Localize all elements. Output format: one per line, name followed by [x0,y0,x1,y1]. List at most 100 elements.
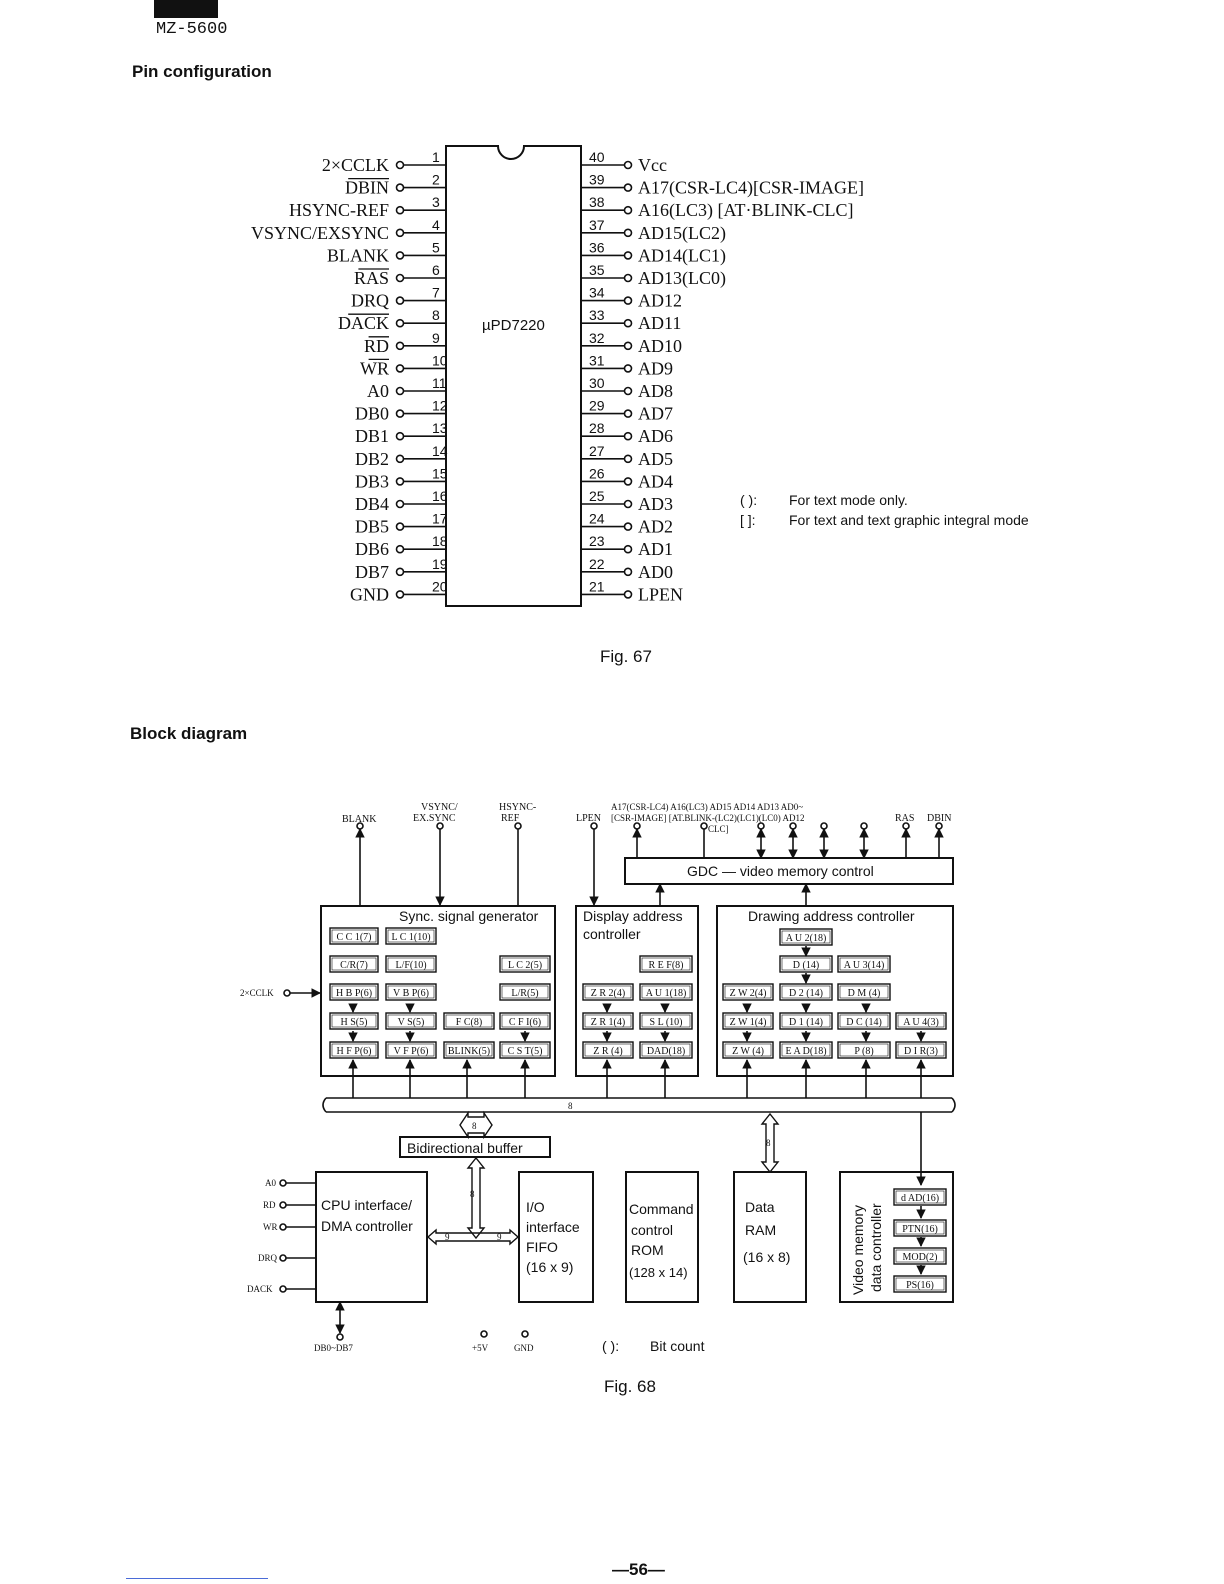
left-pin-1: 12×CCLK [322,149,446,175]
left-pin-number: 18 [432,533,448,549]
register-ps: PS(16) [893,1275,947,1293]
sync-generator-box [320,905,556,1077]
register-hs: H S(5) [329,1012,379,1030]
right-pin-label: A17(CSR-LC4)[CSR-IMAGE] [638,178,864,199]
left-pin-label: DB4 [355,494,389,514]
bit-count-symbol: ( ): [602,1338,619,1354]
sync-title: Sync. signal generator [399,908,539,924]
left-pin-label: DACK [338,313,389,333]
register-label: PTN(16) [902,1224,938,1235]
left-pin-number: 4 [432,217,440,233]
io-label-1: I/O [526,1199,545,1215]
register-label: H F P(6) [336,1046,371,1057]
register-label: D (14) [793,960,819,971]
left-pin-number: 5 [432,239,440,255]
left-pin-label: HSYNC-REF [289,200,389,220]
right-pin-label: AD11 [638,313,681,333]
register-label: C S T(5) [508,1046,543,1057]
left-pin-number: 14 [432,443,448,459]
sig-rd: RD [263,1200,276,1210]
right-pin-number: 40 [589,149,605,165]
register-dir: D I R(3) [895,1041,947,1059]
register-vbp: V B P(6) [385,983,437,1001]
left-pin-label: GND [350,584,389,604]
cpu-label-2: DMA controller [321,1218,413,1234]
register-dad: DAD(18) [639,1041,693,1059]
sig-blank: BLANK [342,814,377,825]
sig-hsync-2: REF [501,813,520,824]
right-pin-number: 35 [589,262,605,278]
block-diagram-heading: Block diagram [130,724,248,743]
register-fc: F C(8) [443,1012,495,1030]
register-hbp: H B P(6) [329,983,379,1001]
page-number: —56— [612,1560,665,1579]
pin-configuration-heading: Pin configuration [132,62,272,81]
sig-wr: WR [263,1222,278,1232]
io-label-4: (16 x 9) [526,1259,573,1275]
register-lr: L/R(5) [499,983,551,1001]
gdc-label: GDC — video memory control [687,863,874,879]
register-label: BLINK(5) [448,1046,490,1057]
left-pin-label: DB1 [355,426,389,446]
right-pin-label: A16(LC3) [AT·BLINK-CLC] [638,200,853,221]
sig-addr-2: [CSR-IMAGE] [AT.BLINK-(LC2)(LC1)(LC0) AD… [611,813,805,823]
right-pin-number: 24 [589,511,605,527]
sig-a0: A0 [265,1178,276,1188]
left-pin-label: WR [360,358,389,378]
register-hfp: H F P(6) [329,1041,379,1059]
right-pin-label: LPEN [638,584,683,604]
vmem-label-2: data controller [868,1203,884,1292]
register-zr2: Z R 2(4) [582,983,634,1001]
register-zr: Z R (4) [582,1041,634,1059]
right-pin-label: AD8 [638,381,673,401]
sig-dack: DACK [247,1284,273,1294]
right-pin-number: 32 [589,330,605,346]
right-pin-number: 37 [589,217,605,233]
register-label: V S(5) [398,1017,425,1028]
register-sl: S L (10) [639,1012,693,1030]
register-label: Z R 1(4) [591,1017,625,1028]
register-ptn: PTN(16) [893,1219,947,1237]
register-label: d AD(16) [901,1193,939,1204]
register-label: L C 2(5) [508,960,542,971]
right-pin-label: AD9 [638,358,673,378]
register-vs: V S(5) [385,1012,437,1030]
register-label: Z R (4) [593,1046,622,1057]
sig-db: DB0~DB7 [314,1343,353,1353]
register-au2: A U 2(18) [779,928,833,946]
register-label: S L (10) [650,1017,683,1028]
right-pin-number: 38 [589,194,605,210]
register-label: A U 2(18) [786,933,827,944]
register-ead: E A D(18) [779,1041,833,1059]
note-paren-text: For text mode only. [789,492,908,508]
model-number: MZ-5600 [156,20,228,39]
register-label: Z W (4) [732,1046,764,1057]
register-label: D M (4) [848,988,881,999]
left-pin-9: 9RD [364,330,446,356]
right-pin-number: 34 [589,285,605,301]
cpu-label-1: CPU interface/ [321,1197,412,1213]
register-label: R E F(8) [649,960,684,971]
